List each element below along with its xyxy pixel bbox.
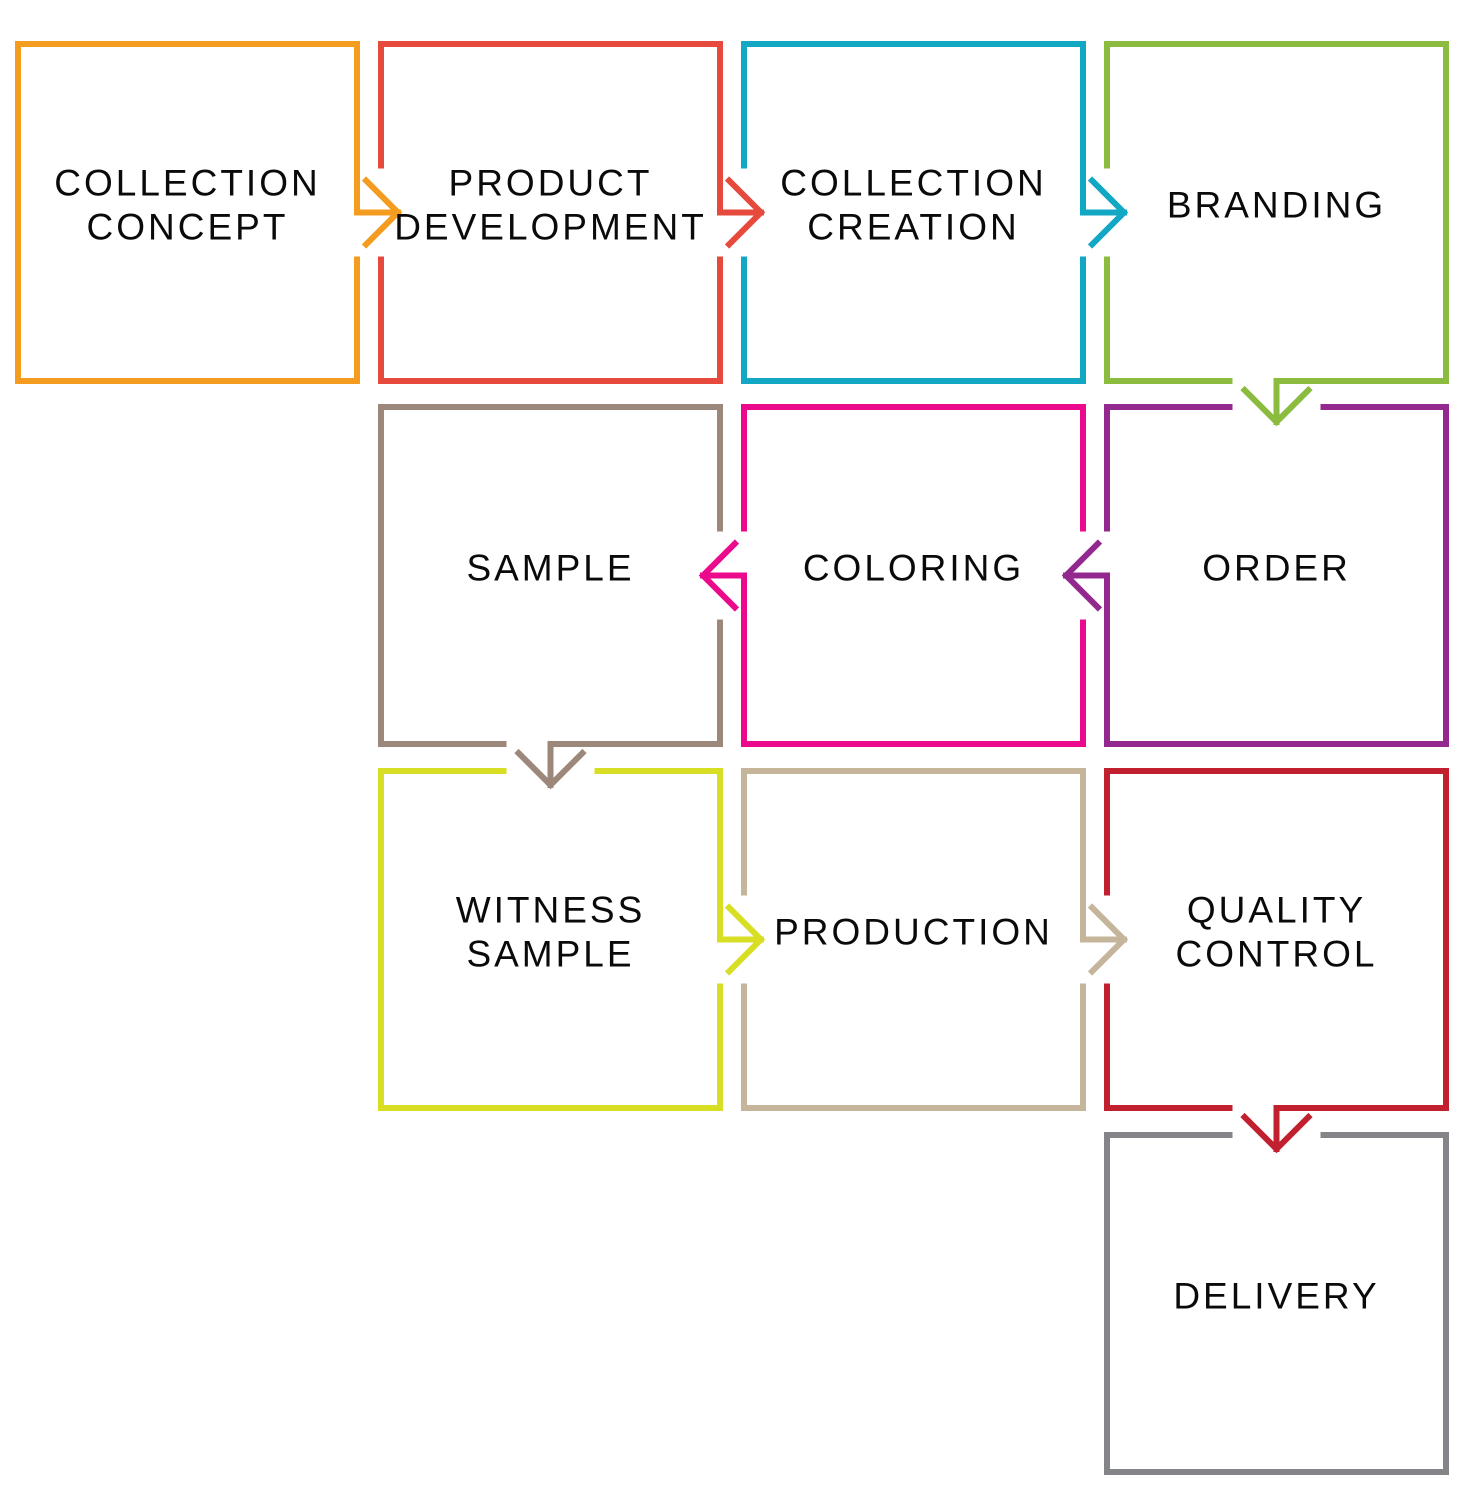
step-box-5: ORDER	[1061, 404, 1449, 747]
arrow-left-icon	[1061, 539, 1103, 612]
step-label-line: ORDER	[1202, 548, 1351, 589]
step-label-line: COLLECTION	[54, 163, 320, 204]
step-label: DELIVERY	[1173, 1276, 1379, 1317]
step-label-line: BRANDING	[1167, 185, 1386, 226]
step-label-line: WITNESS	[456, 890, 646, 931]
step-box-11: DELIVERY	[1104, 1132, 1449, 1475]
step-label: ORDER	[1202, 548, 1351, 589]
step-label-line: PRODUCTION	[774, 912, 1053, 953]
arrow-down-icon	[1240, 1112, 1313, 1154]
step-box-4: BRANDING	[1104, 41, 1449, 427]
step-label: COLORING	[803, 548, 1024, 589]
step-outline	[15, 41, 401, 384]
step-box-9: PRODUCTION	[741, 768, 1129, 1111]
arrow-left-icon	[698, 539, 740, 612]
step-outline	[1104, 41, 1449, 425]
step-label-line: PRODUCT	[449, 163, 653, 204]
step-outline	[1104, 768, 1449, 1152]
step-outline	[1063, 404, 1449, 747]
step-label-line: CREATION	[807, 207, 1019, 248]
step-outline	[1104, 1132, 1449, 1475]
arrow-right-icon	[724, 176, 766, 249]
step-label-line: QUALITY	[1187, 890, 1366, 931]
step-label-line: DELIVERY	[1173, 1276, 1379, 1317]
step-label-line: CONTROL	[1176, 934, 1378, 975]
step-outline	[700, 404, 1086, 747]
step-label-line: DEVELOPMENT	[394, 207, 707, 248]
step-label-line: COLLECTION	[780, 163, 1046, 204]
step-label: PRODUCTION	[774, 912, 1053, 953]
step-outline	[378, 404, 723, 788]
arrow-right-icon	[361, 176, 403, 249]
step-box-7: SAMPLE	[378, 404, 723, 790]
arrow-down-icon	[514, 748, 587, 790]
step-outline	[741, 41, 1127, 384]
step-label-line: SAMPLE	[466, 934, 634, 975]
step-outline	[741, 768, 1127, 1111]
step-box-6: COLORING	[698, 404, 1086, 747]
arrow-right-icon	[1087, 176, 1129, 249]
step-outline	[378, 768, 764, 1111]
step-label-line: CONCEPT	[87, 207, 289, 248]
step-label: BRANDING	[1167, 185, 1386, 226]
step-outline	[378, 41, 764, 384]
step-label-line: SAMPLE	[466, 548, 634, 589]
step-label-line: COLORING	[803, 548, 1024, 589]
arrow-right-icon	[724, 903, 766, 976]
arrow-right-icon	[1087, 903, 1129, 976]
arrow-down-icon	[1240, 385, 1313, 427]
step-label: SAMPLE	[466, 548, 634, 589]
